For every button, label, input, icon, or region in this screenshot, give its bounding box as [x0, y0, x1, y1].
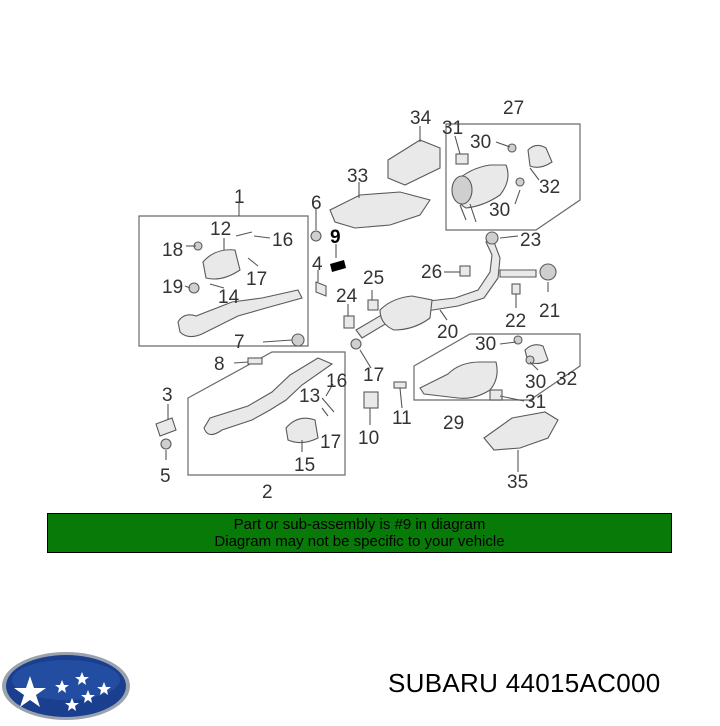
group-box-28	[445, 123, 581, 231]
callout-12: 12	[210, 219, 231, 240]
group-box-1	[138, 215, 309, 347]
callout-1: 1	[234, 187, 245, 208]
callout-21: 17	[363, 365, 384, 386]
callout-16-b: 16	[326, 371, 347, 392]
callout-11: 11	[392, 408, 412, 429]
callout-3: 3	[162, 385, 173, 406]
callout-26: 23	[520, 230, 541, 251]
callout-19: 19	[162, 277, 183, 298]
callout-31-top: 31	[442, 118, 463, 139]
callout-29: 29	[443, 413, 464, 434]
part-9-highlight[interactable]	[330, 260, 346, 272]
catalytic-converter-2	[203, 357, 334, 444]
callout-30-d: 30	[525, 372, 546, 393]
callout-20: 20	[437, 322, 458, 343]
callout-33: 33	[347, 166, 368, 187]
leader-lines	[165, 126, 549, 472]
callout-10: 10	[358, 428, 379, 449]
callout-labels: 34 27 31 30 32 30 33 1 6 9 12 16 18 4 17…	[160, 98, 577, 500]
callout-17-b: 17	[320, 432, 341, 453]
callout-18: 18	[162, 240, 183, 261]
callout-4: 4	[312, 254, 323, 275]
callout-32-mid: 32	[556, 369, 577, 390]
callout-30-c: 30	[475, 334, 496, 355]
callout-32-top: 32	[539, 177, 560, 198]
group-box-29	[413, 333, 581, 401]
callout-15: 15	[294, 455, 315, 476]
callout-30-a: 30	[470, 132, 491, 153]
brand-name: SUBARU	[388, 668, 499, 698]
callout-22: 21	[539, 301, 560, 322]
callout-14: 14	[218, 287, 240, 308]
callout-34: 34	[410, 108, 432, 129]
heat-shield-33	[329, 191, 431, 229]
callout-25: 22	[505, 311, 526, 332]
callout-35: 35	[507, 472, 528, 493]
subaru-logo	[2, 652, 130, 720]
callout-8: 8	[214, 354, 225, 375]
callout-6: 6	[311, 193, 322, 214]
diagram-notice-banner: Part or sub-assembly is #9 in diagram Di…	[47, 513, 672, 553]
part-number-value: 44015AC000	[505, 668, 661, 698]
callout-17-a: 17	[246, 269, 267, 290]
heat-shield-35	[483, 411, 559, 451]
small-parts	[155, 143, 557, 450]
notice-line-1: Part or sub-assembly is #9 in diagram	[233, 516, 486, 533]
exhaust-system-diagram: 34 27 31 30 32 30 33 1 6 9 12 16 18 4 17…	[138, 98, 581, 500]
rear-muffler-28	[451, 144, 553, 223]
callout-30-b: 30	[489, 200, 510, 221]
callout-2: 2	[262, 482, 273, 500]
callout-24: 25	[363, 268, 384, 289]
catalytic-converter-1	[177, 241, 303, 338]
callout-7: 7	[234, 332, 245, 353]
callout-23: 24	[336, 286, 358, 307]
callout-9[interactable]: 9	[330, 227, 341, 248]
brand-part-number: SUBARU 44015AC000	[388, 668, 661, 699]
callout-13: 13	[299, 386, 320, 407]
callout-16-a: 16	[272, 230, 293, 251]
callout-31-mid: 31	[525, 392, 546, 413]
callout-27: 26	[421, 262, 442, 283]
group-box-2	[187, 351, 346, 476]
callout-28: 27	[503, 98, 524, 119]
callout-5: 5	[160, 466, 171, 487]
heat-shield-34	[387, 139, 441, 186]
notice-line-2: Diagram may not be specific to your vehi…	[214, 533, 505, 550]
